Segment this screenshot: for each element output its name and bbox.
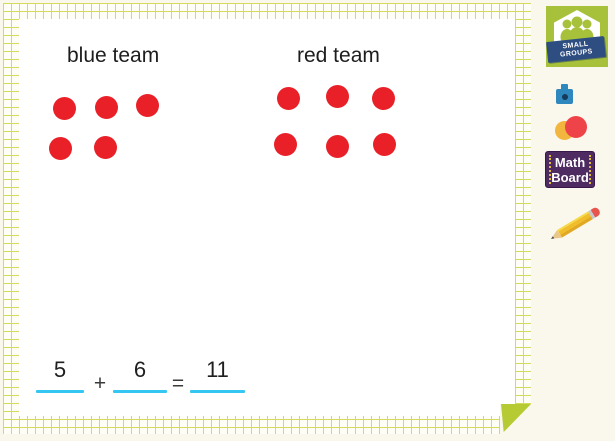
counter-dot [373, 133, 396, 156]
grid-frame: blue team red team 5 + 6 = 11 [3, 3, 532, 435]
counter-dot [136, 94, 159, 117]
counter-dot [95, 96, 118, 119]
equation: 5 + 6 = 11 [19, 19, 515, 416]
blue-team-label: blue team [67, 44, 160, 67]
counter-dot [94, 136, 117, 159]
small-groups-ribbon: SMALL GROUPS [546, 36, 606, 63]
equals-sign: = [171, 372, 185, 395]
connecting-cube-icon[interactable] [556, 84, 573, 104]
small-groups-button[interactable]: SMALL GROUPS [546, 6, 608, 67]
counter-dot [274, 133, 297, 156]
sum-value: 11 [206, 357, 229, 382]
counter-dot [53, 97, 76, 120]
math-board-label-line2: Board [551, 169, 589, 185]
counter-dot [326, 85, 349, 108]
two-color-counters-icon[interactable] [555, 116, 588, 140]
red-team-label: red team [297, 44, 380, 67]
pencil-body [557, 211, 593, 238]
cube-dot [561, 93, 568, 100]
math-board-canvas[interactable]: blue team red team 5 + 6 = 11 [19, 19, 515, 416]
counter-dot [326, 135, 349, 158]
pencil-tool[interactable] [547, 205, 605, 243]
red-counter [565, 116, 587, 138]
addend2-answer-blank[interactable] [113, 390, 167, 393]
cube-tab [561, 84, 568, 89]
counter-dot [372, 87, 395, 110]
counter-dot [49, 137, 72, 160]
cube-body [556, 89, 573, 104]
math-board-button[interactable]: Math Board [545, 151, 595, 188]
pencil-icon [549, 206, 602, 243]
addend1-value: 5 [53, 357, 67, 382]
sum-answer-blank[interactable] [190, 390, 245, 393]
addend1-answer-blank[interactable] [36, 390, 84, 393]
counter-dot [277, 87, 300, 110]
plus-sign: + [93, 372, 107, 395]
addend2-value: 6 [133, 357, 147, 382]
math-board-label-line1: Math [554, 154, 586, 170]
